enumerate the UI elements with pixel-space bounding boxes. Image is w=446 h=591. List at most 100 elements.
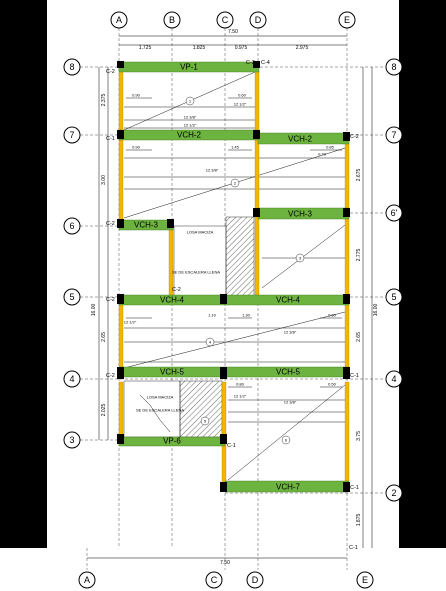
rebar-label: 12 3/8" [184, 115, 197, 120]
axis-right-7: 7 [391, 130, 396, 140]
axis-bottom-d: D [252, 575, 259, 585]
slab-rebar [123, 71, 346, 481]
col-label-6: C-2 [106, 221, 115, 227]
beams: VP-1 VCH-2 VCH-2 VCH-3 VCH-3 VCH-4 VCH-4… [118, 61, 350, 493]
notes: LOSA MACIZA LOSA MACIZA SE DE ESCALERA L… [136, 230, 220, 413]
dim-top-3: 0.975 [235, 45, 248, 51]
slab-mark: 2 [234, 181, 237, 186]
beam-vp1-label: VP-1 [180, 63, 198, 72]
beam-vch4-left-label: VCH-4 [160, 296, 185, 305]
dim-top-2: 1.825 [193, 45, 206, 51]
col-label-9: C-2 [106, 373, 115, 379]
beam-vch2-left-label: VCH-2 [177, 131, 202, 140]
axis-left-7: 7 [69, 130, 74, 140]
axis-top-c: C [222, 15, 229, 25]
dim-top-4: 2.975 [296, 45, 309, 51]
axis-bottom-c: C [211, 575, 218, 585]
axis-right-6prime: 6' [391, 208, 398, 218]
col-label-8: C-2 [106, 297, 115, 303]
rebar-label: 12 3/8" [206, 168, 219, 173]
beam-vch7-label: VCH-7 [276, 483, 301, 492]
axis-left-5: 5 [69, 292, 74, 302]
slab-mark: 1 [189, 99, 192, 104]
bottom-white [0, 548, 446, 591]
col-label-5: C-2 [350, 134, 359, 140]
rebar-label: 0.90 [132, 93, 141, 98]
axis-left-6: 6 [69, 221, 74, 231]
axis-right-8: 8 [391, 62, 396, 72]
col-label-4: C-1 [106, 136, 115, 142]
rebar-label: 12 1/2" [124, 320, 137, 325]
slab-mark: 4 [209, 340, 212, 345]
rebar-label: 12 1/2" [234, 394, 247, 399]
dimension-labels: 7.50 1.725 1.825 0.975 2.975 7.50 16.00 … [91, 29, 379, 566]
col-label-3: C-4 [261, 60, 270, 66]
rebar-label: 0.60 [328, 313, 337, 318]
col-label-12: C-1 [350, 485, 359, 491]
slab-mark: 6 [285, 438, 288, 443]
col-label-7: C-2 [172, 287, 181, 293]
columns [117, 61, 350, 492]
dim-right-1: 2.675 [356, 169, 362, 182]
col-label-1: C-2 [106, 69, 115, 75]
note-escalera-1: SE DE ESCALERA LLENA [172, 270, 220, 275]
rebar-label: 0.70 [318, 152, 327, 157]
slab-marks: 1 2 3 4 5 6 [185, 96, 305, 445]
beam-vch5-right-label: VCH-5 [276, 368, 301, 377]
rebar-label: 12 3/8" [284, 330, 297, 335]
axis-top-d: D [255, 15, 262, 25]
col-label-2: C-2 [246, 60, 255, 66]
axis-top-a: A [116, 15, 122, 25]
axis-top-e: E [344, 15, 350, 25]
axis-bottom-a: A [84, 575, 90, 585]
axis-right-4: 4 [391, 374, 396, 384]
dim-left-total: 16.00 [91, 304, 97, 317]
dim-right-5: 1.875 [356, 514, 362, 527]
drawing-area-mask-right [399, 0, 446, 548]
note-losa-maciza-1: LOSA MACIZA [187, 230, 214, 235]
slab-mark: 3 [299, 256, 302, 261]
axis-bubbles-right: 8 7 6' 5 4 2 [385, 58, 403, 502]
axis-left-8: 8 [69, 62, 74, 72]
rebar-label: 1.10 [208, 313, 217, 318]
note-escalera-2: SE DE ESCALERA LLENA [136, 408, 184, 413]
beam-vch3-right-label: VCH-3 [288, 210, 313, 219]
rebar-label: 0.50 [328, 382, 337, 387]
beam-vch5-left-label: VCH-5 [160, 368, 185, 377]
drawing-area-mask [0, 0, 47, 548]
beam-vch4-right-label: VCH-4 [276, 296, 301, 305]
col-label-13: C-1 [349, 545, 358, 551]
beam-vch3-left-label: VCH-3 [134, 221, 159, 230]
axis-top-b: B [169, 15, 175, 25]
rebar-label: 12 1/2" [234, 102, 247, 107]
dim-top-total: 7.50 [228, 29, 238, 35]
dimension-lines [87, 35, 373, 559]
axis-bottom-e: E [362, 575, 368, 585]
rebar-label: 1.45 [231, 145, 240, 150]
axis-left-3: 3 [69, 435, 74, 445]
rebar-label: 0.80 [236, 382, 245, 387]
dim-left-4: 2.025 [101, 404, 107, 417]
axis-bubbles-top: A B C D E [110, 11, 356, 29]
dim-right-total: 16.00 [373, 304, 379, 317]
rebar-label: 12 1/2" [184, 123, 197, 128]
beam-vp6-label: VP-6 [163, 437, 181, 446]
axis-bubbles-left: 8 7 6 5 4 3 [63, 58, 81, 449]
dim-top-1: 1.725 [139, 45, 152, 51]
note-losa-maciza-2: LOSA MACIZA [147, 395, 174, 400]
dim-bottom-total: 7.50 [220, 560, 230, 566]
stair-areas [123, 216, 255, 438]
col-label-10: C-1 [350, 373, 359, 379]
dim-right-2: 2.775 [356, 249, 362, 262]
column-labels: C-2 C-2 C-4 C-1 C-2 C-2 C-2 C-2 C-2 C-1 … [106, 60, 359, 551]
slab-mark: 5 [204, 419, 207, 424]
axis-right-5: 5 [391, 292, 396, 302]
rebar-label: 0.90 [132, 145, 141, 150]
beam-vch2-right-label: VCH-2 [288, 135, 313, 144]
rebar-label: 1.30 [242, 313, 251, 318]
dim-left-2: 3.00 [101, 175, 107, 185]
rebar-label: 0.60 [238, 93, 247, 98]
dim-left-3: 2.65 [101, 332, 107, 342]
axis-left-4: 4 [69, 374, 74, 384]
